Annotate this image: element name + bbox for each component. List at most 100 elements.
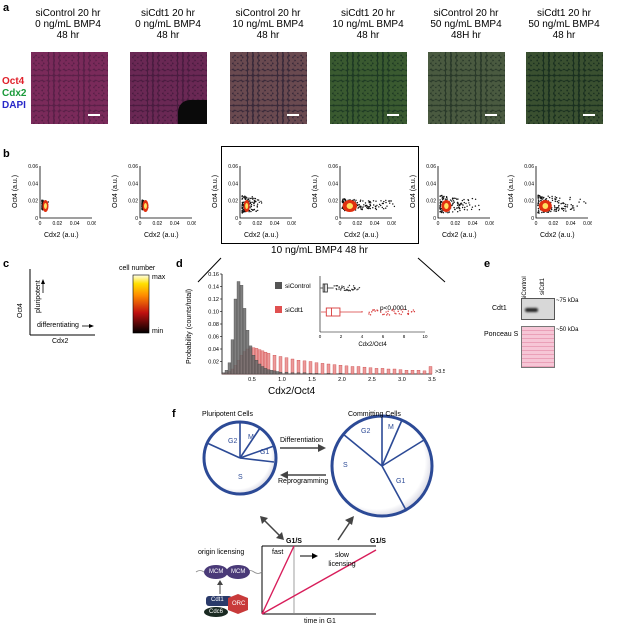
ytick: 0.06 <box>228 164 238 170</box>
fast-label: fast <box>272 549 284 556</box>
outlier <box>343 289 346 292</box>
ytick: 0.04 <box>524 181 534 187</box>
hist-bar <box>428 366 433 375</box>
empty-region <box>178 100 207 124</box>
outlier <box>400 309 402 311</box>
outlier <box>385 314 388 316</box>
pluri-g1: G1 <box>260 449 270 456</box>
hist-bar <box>338 373 343 375</box>
header-line1: siCdt1 20 hr <box>537 8 591 19</box>
scatter-xlabel: Cdx2 (a.u.) <box>540 232 575 239</box>
cdt1-label: Cdt1 <box>211 597 224 603</box>
pluri-m: M <box>248 434 254 441</box>
c-xlabel: Cdx2 <box>52 338 69 345</box>
header-line3: 48 hr <box>56 30 80 41</box>
hist-bar <box>296 372 301 375</box>
outlier <box>376 309 378 311</box>
micrograph <box>428 52 505 124</box>
header-line2: 10 ng/mL BMP4 <box>332 19 404 30</box>
ytick: 0.04 <box>228 181 238 187</box>
header-line1: siCdt1 20 hr <box>341 8 395 19</box>
ytick: 0.02 <box>524 199 534 205</box>
scale-bar <box>387 114 399 116</box>
scatter-xlabel: Cdx2 (a.u.) <box>442 232 477 239</box>
comm-g1: G1 <box>396 478 406 485</box>
xtick: 0.04 <box>566 221 576 227</box>
highlight-box <box>221 146 419 244</box>
comm-s: S <box>343 462 348 469</box>
ytick: 0 <box>531 216 534 222</box>
outlier <box>380 309 382 311</box>
outlier <box>398 313 400 315</box>
colorbar <box>132 274 150 334</box>
mcm-left <box>204 565 228 579</box>
outlier <box>393 310 395 312</box>
d-xlabel: Cdx2/Oct4 <box>268 386 316 397</box>
ytick-label: 0.14 <box>208 285 219 291</box>
ytick: 0.04 <box>426 181 436 187</box>
xtick: 0.06 <box>485 221 494 227</box>
density-peak <box>143 203 147 209</box>
xtick: 0 <box>139 221 142 227</box>
xtick: 0.02 <box>252 221 262 227</box>
outlier <box>372 309 374 311</box>
ytick-label: 0.06 <box>208 335 219 341</box>
outlier <box>374 310 376 312</box>
outlier <box>347 289 350 292</box>
scatter-xlabel: Cdx2 (a.u.) <box>144 232 179 239</box>
outlier <box>412 309 415 311</box>
xtick: 0.06 <box>87 221 96 227</box>
ytick: 0.06 <box>28 164 38 170</box>
panel-c-schematic <box>29 269 150 336</box>
outlier <box>340 288 342 290</box>
xtick: 0 <box>239 221 242 227</box>
xtick: 0.06 <box>583 221 592 227</box>
xtick-label: 1.0 <box>278 377 286 383</box>
hist-bar <box>392 368 397 375</box>
inset-xtick: 0 <box>319 334 322 339</box>
box <box>322 283 328 293</box>
hist-bar <box>308 373 313 375</box>
ytick-label: 0.04 <box>208 347 219 353</box>
ytick: 0.02 <box>128 199 138 205</box>
outlier <box>411 310 413 313</box>
legend-label: siControl <box>285 283 311 290</box>
xtick-label: 1.5 <box>308 377 316 383</box>
ytick: 0 <box>235 216 238 222</box>
outlier <box>368 311 370 313</box>
outlier <box>357 288 359 290</box>
outlier <box>356 289 358 291</box>
panel-e-label: e <box>484 258 491 270</box>
hist-bar <box>356 366 361 375</box>
g1s-slow: G1/S <box>370 538 386 545</box>
hist-bar <box>368 367 373 375</box>
oct4-legend: Oct4 <box>2 76 25 87</box>
outlier <box>387 313 389 315</box>
outlier <box>338 286 340 288</box>
outlier <box>345 289 347 292</box>
pluri-g2: G2 <box>228 438 238 445</box>
g1s-fast: G1/S <box>286 538 302 545</box>
hist-bar <box>350 366 355 375</box>
outlier <box>392 308 394 311</box>
marker-50: ~50 kDa <box>556 327 579 333</box>
mcm-right-label: MCM <box>231 569 246 575</box>
ytick: 0.02 <box>28 199 38 205</box>
xtick: 0.02 <box>548 221 558 227</box>
hist-bar <box>320 363 325 375</box>
ytick: 0.02 <box>328 199 338 205</box>
header-line1: siControl 20 hr <box>433 8 499 19</box>
header-line3: 48 hr <box>552 30 576 41</box>
mcm-right <box>226 565 250 579</box>
colorbar-min: min <box>152 328 164 335</box>
outlier <box>380 311 382 313</box>
density-peak <box>245 203 249 209</box>
ytick-label: 0.16 <box>208 272 219 278</box>
xtick-label: 0.5 <box>248 377 256 383</box>
xtick: 0 <box>535 221 538 227</box>
hist-bar <box>374 368 379 375</box>
